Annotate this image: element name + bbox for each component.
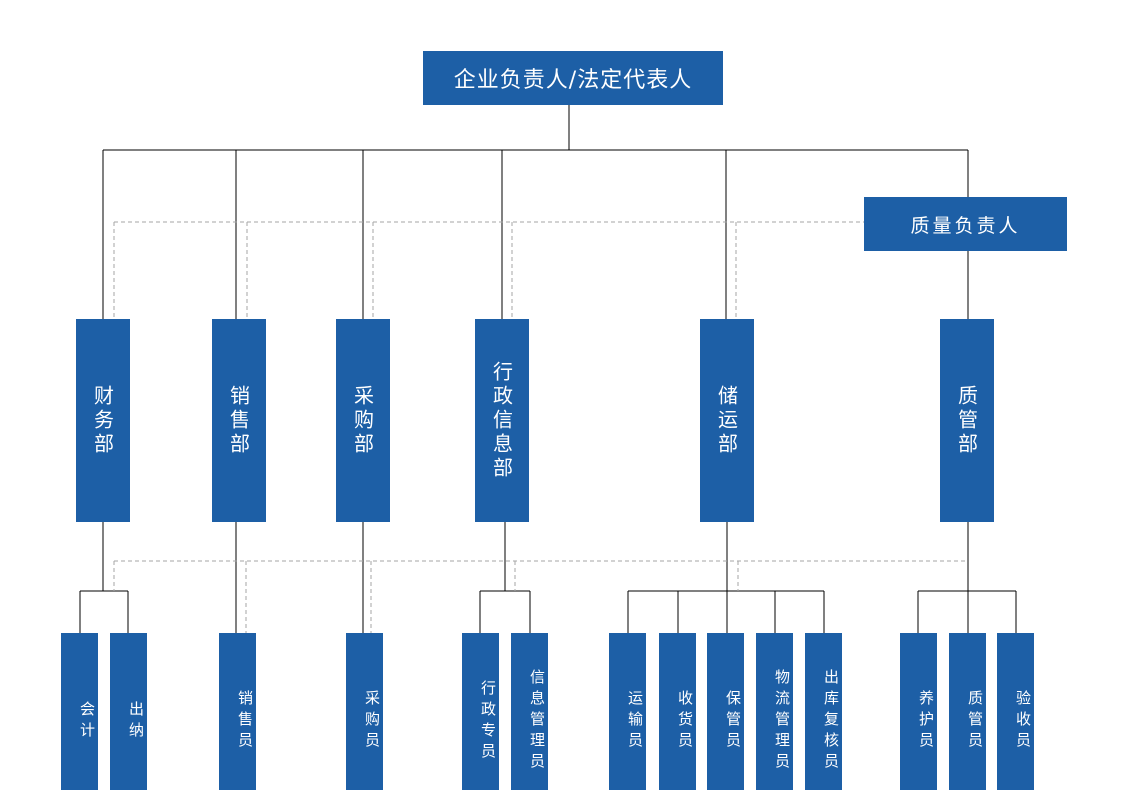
dept-quality: 质管部 bbox=[940, 319, 994, 522]
staff-transporter: 运输员 bbox=[609, 633, 646, 790]
staff-quality-manager: 质管员 bbox=[949, 633, 986, 790]
dept-admin-info: 行政信息部 bbox=[475, 319, 529, 522]
staff-info-manager: 信息管理员 bbox=[511, 633, 548, 790]
staff-outbound-checker: 出库复核员 bbox=[805, 633, 842, 790]
solid-connectors bbox=[79, 105, 1017, 633]
dept-storage-transport: 储运部 bbox=[700, 319, 754, 522]
staff-accountant: 会计 bbox=[61, 633, 98, 790]
quality-head-box: 质量负责人 bbox=[864, 197, 1067, 251]
staff-receiver: 收货员 bbox=[659, 633, 696, 790]
staff-cashier: 出纳 bbox=[110, 633, 147, 790]
staff-logistics-manager: 物流管理员 bbox=[756, 633, 793, 790]
dashed-connectors bbox=[113, 221, 968, 633]
staff-maintainer: 养护员 bbox=[900, 633, 937, 790]
staff-admin-officer: 行政专员 bbox=[462, 633, 499, 790]
staff-custodian: 保管员 bbox=[707, 633, 744, 790]
staff-salesperson: 销售员 bbox=[219, 633, 256, 790]
top-executive-box: 企业负责人/法定代表人 bbox=[423, 51, 723, 105]
dept-purchasing: 采购部 bbox=[336, 319, 390, 522]
dept-finance: 财务部 bbox=[76, 319, 130, 522]
dept-sales: 销售部 bbox=[212, 319, 266, 522]
staff-purchaser: 采购员 bbox=[346, 633, 383, 790]
staff-acceptance-inspector: 验收员 bbox=[997, 633, 1034, 790]
